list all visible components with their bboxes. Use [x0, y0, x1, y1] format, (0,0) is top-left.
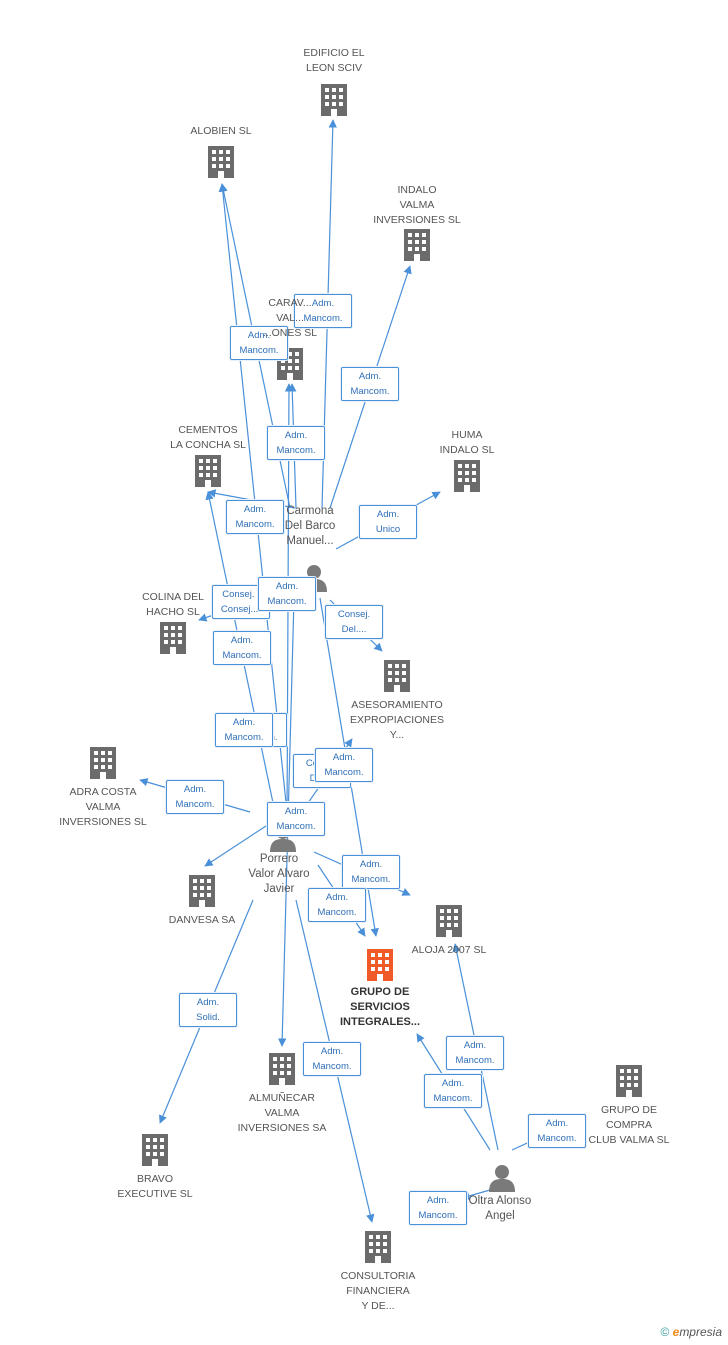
edge-label-porrero-danvesa[interactable]: Adm. Mancom. — [215, 713, 273, 747]
edge-label-oltra-aloja[interactable]: Adm. Mancom. — [446, 1036, 504, 1070]
edge-label-porrero-bravo[interactable]: Adm. Solid. — [179, 993, 237, 1027]
company-label-huma[interactable]: HUMA INDALO SL — [439, 429, 495, 456]
copyright-symbol: © — [660, 1325, 670, 1339]
person-label-porrero[interactable]: Porrero Valor Alvaro Javier — [248, 853, 310, 895]
building-icon-consultoria[interactable] — [365, 1231, 391, 1263]
building-icon-cementos[interactable] — [195, 455, 221, 487]
company-label-grupo_servicios[interactable]: GRUPO DE SERVICIOS INTEGRALES... — [339, 986, 421, 1028]
edge-label-oltra-grupo_servicios[interactable]: Adm. Mancom. — [424, 1074, 482, 1108]
building-icon-almunecar[interactable] — [269, 1053, 295, 1085]
company-label-cementos[interactable]: CEMENTOS LA CONCHA SL — [170, 424, 246, 451]
person-label-oltra[interactable]: Oltra Alonso Angel — [468, 1195, 532, 1222]
edge-label-oltra-grupo_compra[interactable]: Adm. Mancom. — [528, 1114, 586, 1148]
building-icon-aloja[interactable] — [436, 905, 462, 937]
building-icon-indalo[interactable] — [404, 229, 430, 261]
edge-label-carmona-grupo_servicios[interactable]: Adm. Mancom. — [342, 855, 400, 889]
edge-label-porrero-cementos[interactable]: Adm. Mancom. — [213, 631, 271, 665]
company-label-colina[interactable]: COLINA DEL HACHO SL — [142, 591, 204, 618]
company-label-caravaca[interactable]: CARAV... VAL... ...ONES SL — [262, 297, 318, 339]
edge-label-porrero-caravaca[interactable]: Adm. Mancom. — [267, 802, 325, 836]
company-label-consultoria[interactable]: CONSULTORIA FINANCIERA Y DE... — [340, 1270, 416, 1312]
building-icon-huma[interactable] — [454, 460, 480, 492]
company-label-bravo[interactable]: BRAVO EXECUTIVE SL — [117, 1173, 193, 1200]
edge-porrero-danvesa — [204, 821, 273, 867]
footer-brand: © empresia — [660, 1325, 722, 1339]
company-label-aloja[interactable]: ALOJA 2007 SL — [411, 944, 487, 956]
building-icon-alobien[interactable] — [208, 146, 234, 178]
edge-label-oltra-consultoria[interactable]: Adm. Mancom. — [409, 1191, 467, 1225]
edge-label-carmona-caravaca[interactable]: Adm. Mancom. — [267, 426, 325, 460]
company-label-edificio[interactable]: EDIFICIO EL LEON SCIV — [303, 47, 365, 74]
brand-name: mpresia — [679, 1325, 722, 1339]
company-label-almunecar[interactable]: ALMUÑECAR VALMA INVERSIONES SA — [237, 1092, 327, 1134]
edge-label-carmona-edificio[interactable]: Adm. Mancom. — [294, 294, 352, 328]
edge-label-porrero-grupo_servicios[interactable]: Adm. Mancom. — [308, 888, 366, 922]
building-icon-adra[interactable] — [90, 747, 116, 779]
brand-initial: e — [672, 1325, 680, 1339]
edge-label-porrero-aloja[interactable]: Adm. Mancom. — [315, 748, 373, 782]
company-label-alobien[interactable]: ALOBIEN SL — [190, 125, 252, 137]
person-label-carmona[interactable]: Carmona Del Barco Manuel... — [284, 505, 336, 547]
company-label-danvesa[interactable]: DANVESA SA — [168, 914, 236, 926]
edge-label-carmona-asesoramiento[interactable]: Consej. Del.... — [325, 605, 383, 639]
building-icon-asesoramiento[interactable] — [384, 660, 410, 692]
edge-label-carmona-alobien[interactable]: Adm. Mancom. — [230, 326, 288, 360]
edge-label-porrero-alobien[interactable]: Adm. Mancom. — [258, 577, 316, 611]
building-icon-bravo[interactable] — [142, 1134, 168, 1166]
edge-label-porrero-consultoria[interactable]: Adm. Mancom. — [303, 1042, 361, 1076]
company-label-asesoramiento[interactable]: ASESORAMIENTO EXPROPIACIONES Y... — [350, 699, 444, 741]
edge-label-carmona-indalo[interactable]: Adm. Mancom. — [341, 367, 399, 401]
edge-label-porrero-adra[interactable]: Adm. Mancom. — [166, 780, 224, 814]
building-icon-colina[interactable] — [160, 622, 186, 654]
building-icon-edificio[interactable] — [321, 84, 347, 116]
edge-label-carmona-huma[interactable]: Adm. Unico — [359, 505, 417, 539]
edge-label-carmona-cementos[interactable]: Adm. Mancom. — [226, 500, 284, 534]
building-icon-grupo_compra[interactable] — [616, 1065, 642, 1097]
company-label-indalo[interactable]: INDALO VALMA INVERSIONES SL — [373, 184, 461, 226]
company-label-grupo_compra[interactable]: GRUPO DE COMPRA CLUB VALMA SL — [588, 1104, 670, 1146]
building-icon-danvesa[interactable] — [189, 875, 215, 907]
company-label-adra[interactable]: ADRA COSTA VALMA INVERSIONES SL — [59, 786, 147, 828]
person-icon-oltra[interactable] — [489, 1165, 515, 1192]
